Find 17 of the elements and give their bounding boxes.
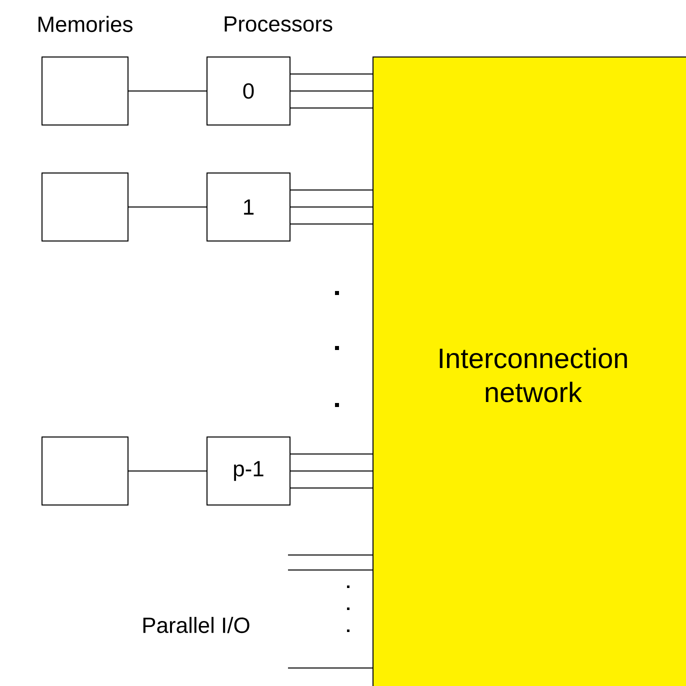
memory-box — [42, 436, 128, 506]
network-block: Interconnection network — [372, 56, 686, 686]
line — [290, 470, 373, 472]
label: Parallel I/O — [143, 616, 250, 634]
line — [290, 90, 373, 92]
line — [128, 90, 207, 92]
processor-box: p-1 — [206, 436, 290, 506]
processor-box: 0 — [206, 56, 290, 126]
line — [128, 206, 207, 208]
memory-box — [42, 56, 128, 126]
label: Memories — [38, 16, 132, 32]
processor-box: 1 — [206, 172, 290, 242]
memory-box — [42, 172, 128, 242]
line — [128, 470, 207, 472]
label: Processors — [224, 16, 332, 32]
line — [288, 554, 373, 556]
line — [290, 206, 373, 208]
